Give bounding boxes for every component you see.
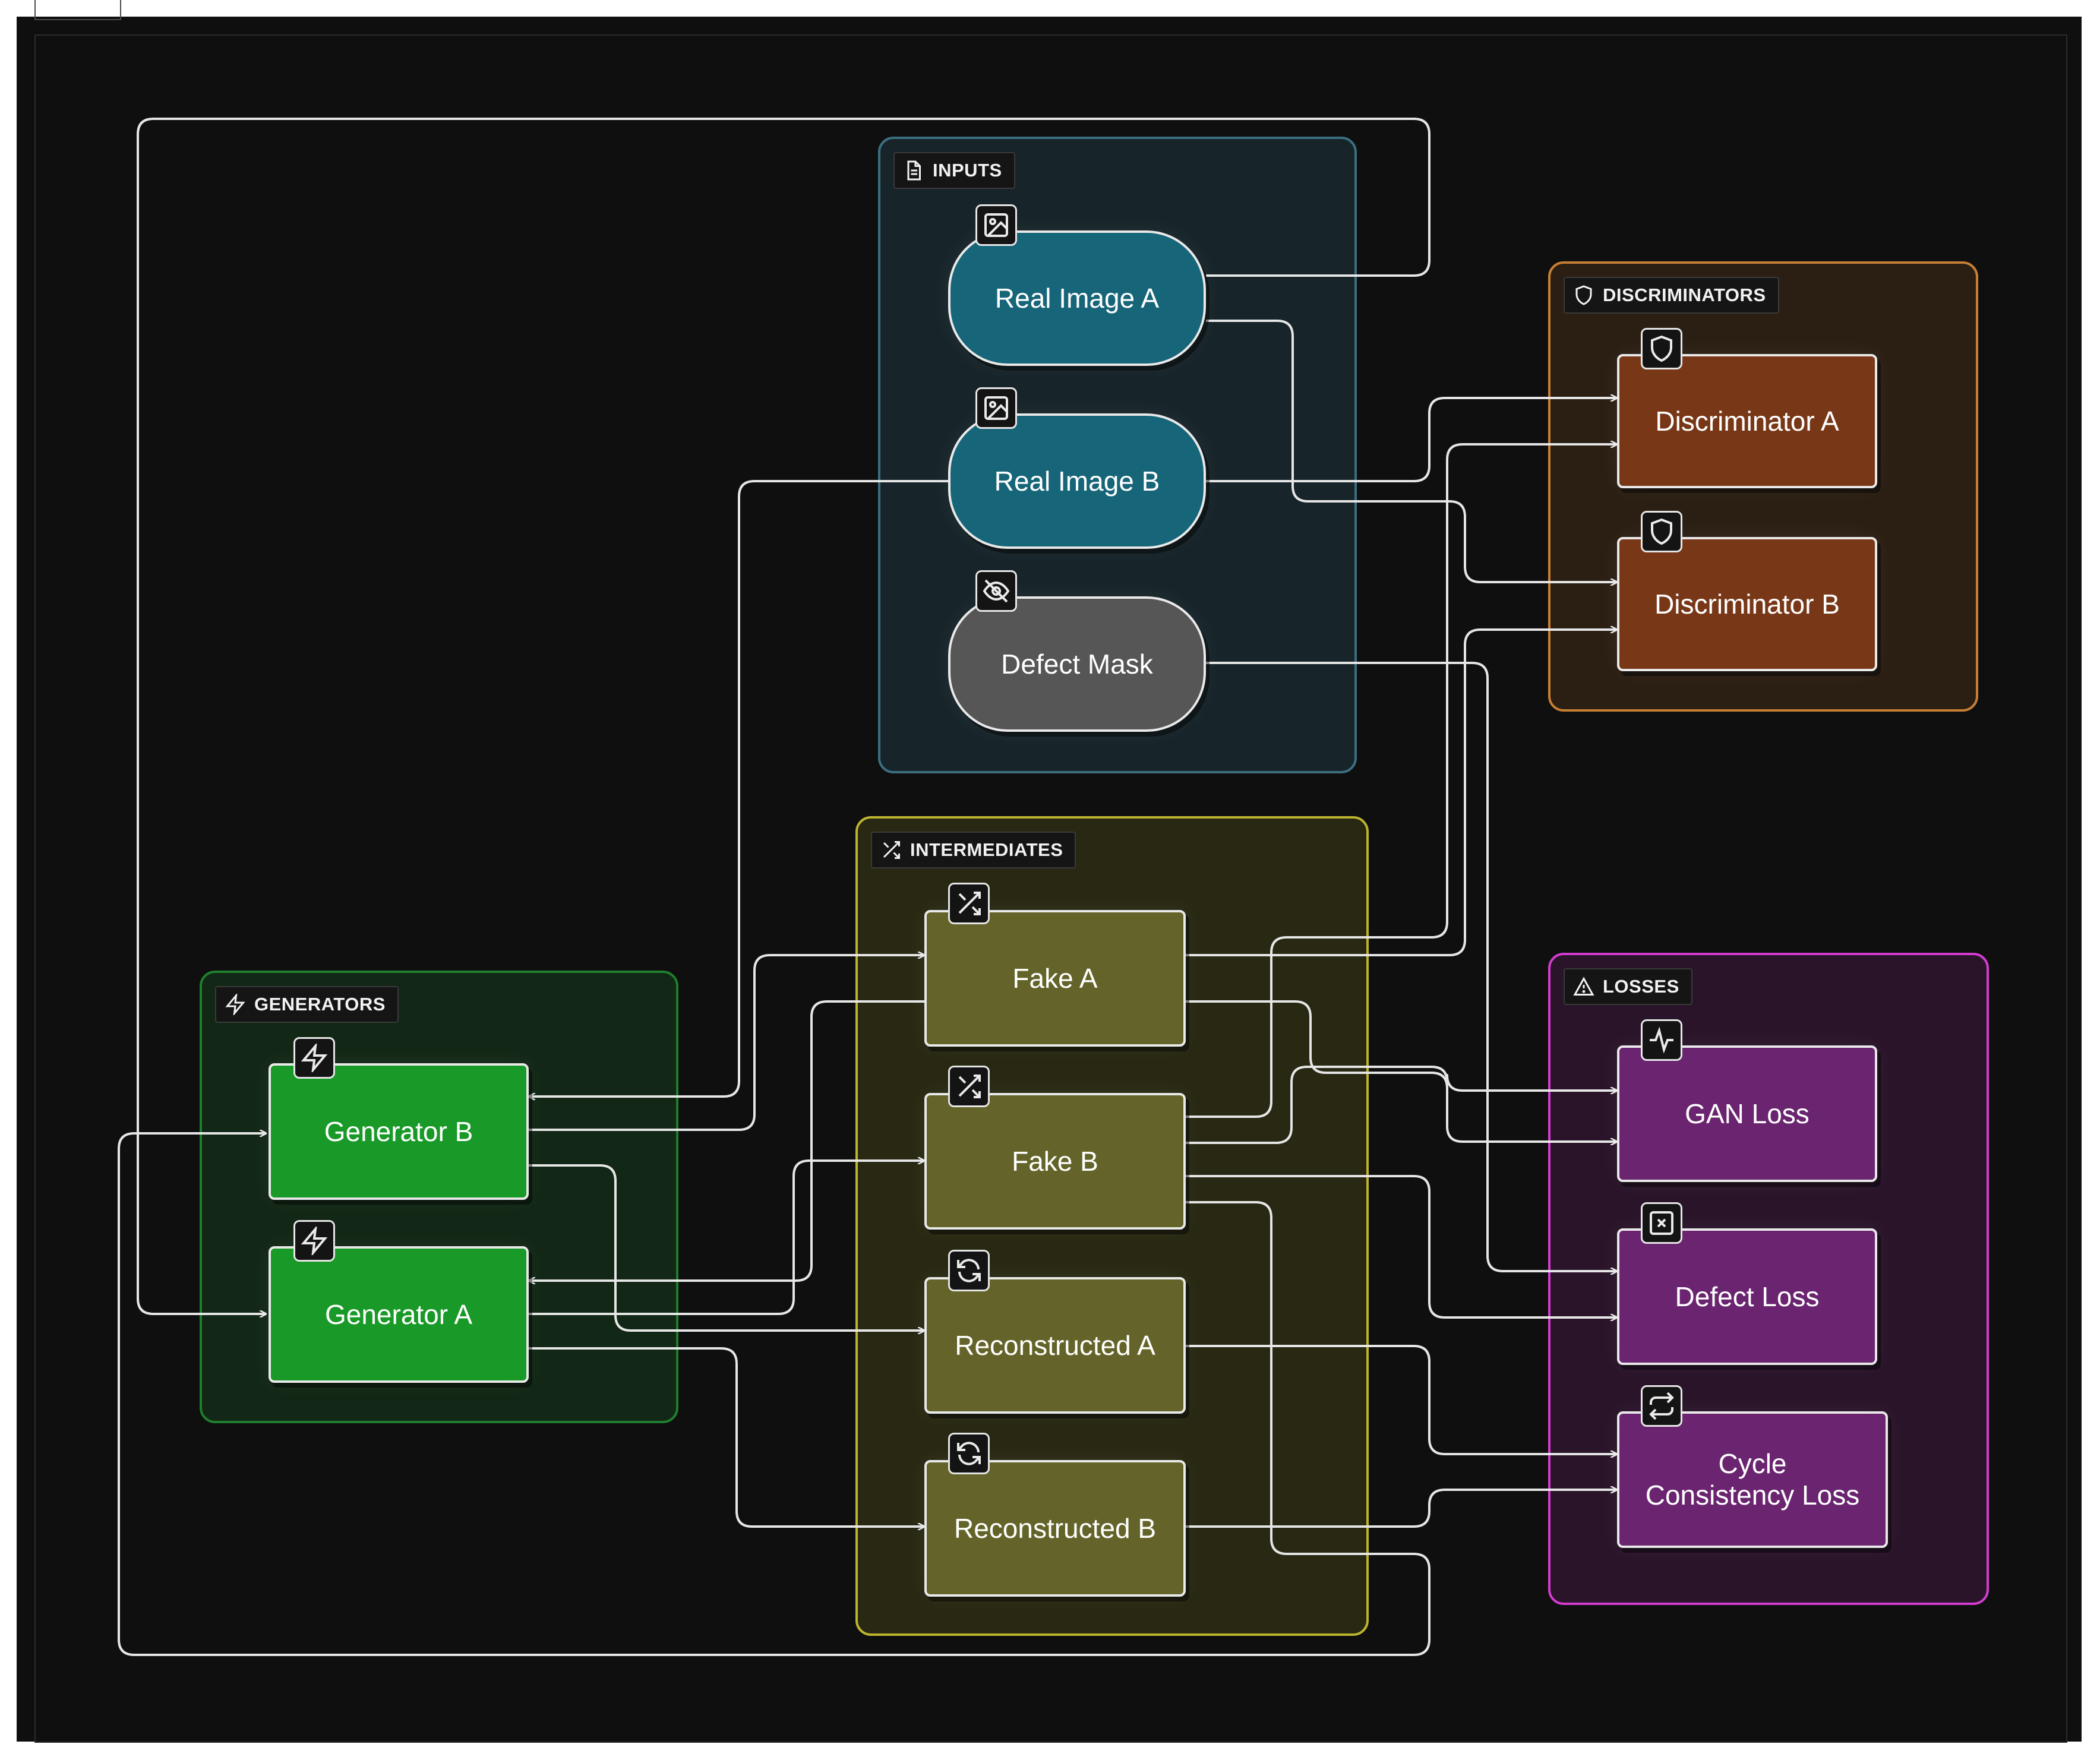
node-cycle-loss-label-line2: Consistency Loss <box>1645 1480 1860 1511</box>
node-defect-loss-badge <box>1641 1202 1682 1244</box>
node-real-image-b[interactable]: Real Image B <box>948 413 1206 549</box>
node-gan-loss[interactable]: GAN Loss <box>1617 1045 1877 1182</box>
shield-icon <box>1575 285 1592 305</box>
node-generator-a[interactable]: Generator A <box>269 1246 529 1383</box>
shield-icon <box>1651 335 1672 362</box>
group-losses-title: LOSSES <box>1603 976 1679 997</box>
lightning-icon <box>301 1227 328 1255</box>
group-losses-label: LOSSES <box>1564 968 1692 1005</box>
node-defect-loss-label: Defect Loss <box>1675 1281 1820 1312</box>
repeat-icon <box>1649 1392 1674 1420</box>
node-cycle-loss[interactable]: Cycle Consistency Loss <box>1617 1411 1888 1548</box>
group-intermediates-title: INTERMEDIATES <box>910 839 1063 860</box>
node-reconstructed-b-label: Reconstructed B <box>953 1512 1157 1544</box>
node-defect-loss[interactable]: Defect Loss <box>1617 1228 1877 1365</box>
node-real-image-b-badge <box>975 387 1017 429</box>
group-generators-title: GENERATORS <box>254 994 386 1015</box>
diagram-frame <box>34 34 2067 1743</box>
group-discriminators-label: DISCRIMINATORS <box>1564 277 1779 314</box>
group-discriminators-title: DISCRIMINATORS <box>1603 285 1766 305</box>
node-fake-b-badge <box>948 1066 990 1107</box>
node-defect-mask-badge <box>975 570 1017 612</box>
refresh-icon <box>957 1259 981 1282</box>
group-generators-label: GENERATORS <box>215 986 399 1023</box>
node-generator-b[interactable]: Generator B <box>269 1063 529 1200</box>
warning-icon <box>1573 977 1594 996</box>
node-fake-a-label: Fake A <box>1012 962 1098 994</box>
lightning-icon <box>301 1044 328 1072</box>
node-defect-mask[interactable]: Defect Mask <box>948 596 1206 732</box>
node-cycle-loss-label-line1: Cycle <box>1718 1448 1787 1480</box>
node-discriminator-b[interactable]: Discriminator B <box>1617 537 1877 671</box>
image-icon <box>984 396 1008 420</box>
document-icon <box>907 160 921 181</box>
node-reconstructed-b[interactable]: Reconstructed B <box>924 1460 1186 1597</box>
shuffle-icon <box>958 1075 981 1098</box>
node-real-image-a-label: Real Image A <box>994 282 1160 314</box>
node-discriminator-a-label: Discriminator A <box>1655 405 1839 437</box>
node-generator-a-badge <box>293 1220 335 1262</box>
node-generator-b-badge <box>293 1037 335 1079</box>
image-icon <box>984 213 1008 237</box>
node-reconstructed-a[interactable]: Reconstructed A <box>924 1277 1186 1414</box>
refresh-icon <box>957 1442 981 1465</box>
node-generator-a-label: Generator A <box>324 1298 473 1330</box>
node-discriminator-a-badge <box>1641 328 1682 369</box>
node-fake-b-label: Fake B <box>1012 1145 1098 1177</box>
node-cycle-loss-text: Cycle Consistency Loss <box>1646 1448 1860 1511</box>
node-reconstructed-a-badge <box>948 1250 990 1291</box>
canvas-tab <box>34 0 121 20</box>
lightning-icon <box>225 994 245 1015</box>
group-inputs-label: INPUTS <box>893 152 1015 189</box>
node-gan-loss-badge <box>1641 1019 1682 1061</box>
group-intermediates-label: INTERMEDIATES <box>871 832 1076 868</box>
node-discriminator-b-label: Discriminator B <box>1654 588 1840 620</box>
shuffle-icon <box>958 892 981 915</box>
node-real-image-a[interactable]: Real Image A <box>948 230 1206 366</box>
node-fake-b[interactable]: Fake B <box>924 1093 1186 1230</box>
node-reconstructed-b-badge <box>948 1433 990 1474</box>
node-fake-a-badge <box>948 883 990 924</box>
shuffle-icon <box>883 841 900 859</box>
node-cycle-loss-badge <box>1641 1385 1682 1427</box>
node-real-image-b-label: Real Image B <box>994 465 1160 497</box>
node-gan-loss-label: GAN Loss <box>1685 1098 1810 1129</box>
node-reconstructed-a-label: Reconstructed A <box>955 1329 1155 1361</box>
node-fake-a[interactable]: Fake A <box>924 910 1186 1047</box>
x-square-icon <box>1650 1211 1673 1235</box>
node-generator-b-label: Generator B <box>324 1116 473 1147</box>
eye-off-icon <box>983 579 1010 603</box>
group-inputs-title: INPUTS <box>933 160 1002 181</box>
node-real-image-a-badge <box>975 204 1017 246</box>
node-discriminator-a[interactable]: Discriminator A <box>1617 354 1877 488</box>
node-defect-mask-label: Defect Mask <box>1001 648 1153 680</box>
node-discriminator-b-badge <box>1641 511 1682 552</box>
pulse-icon <box>1650 1026 1673 1054</box>
shield-icon <box>1651 518 1672 545</box>
